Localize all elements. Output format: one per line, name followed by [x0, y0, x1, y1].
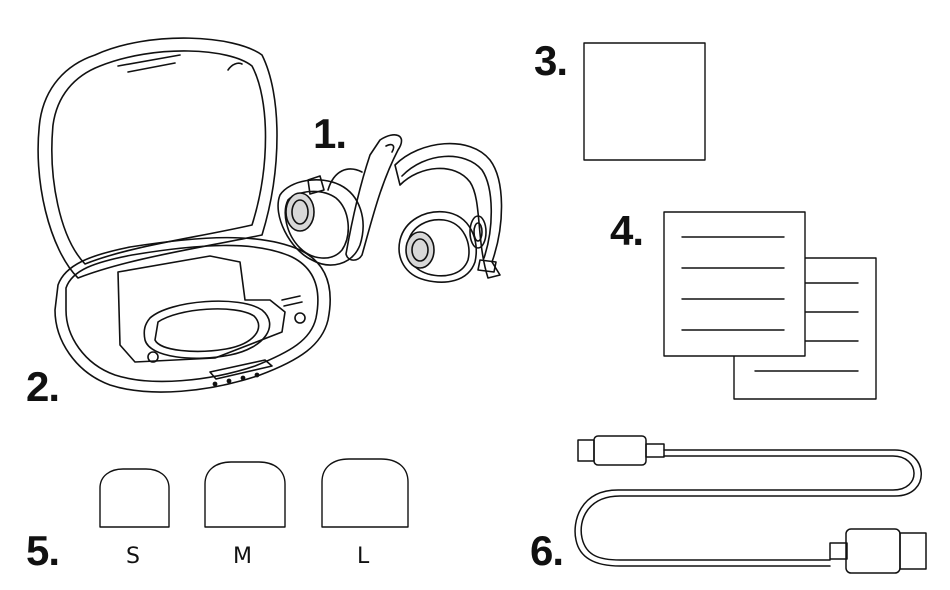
charging-case [37, 37, 331, 393]
ear-tips [99, 458, 409, 528]
item-number-2: 2. [26, 363, 60, 410]
ear-tip-label-large: L [357, 544, 370, 569]
item-number-5: 5. [26, 527, 60, 574]
ear-tip-label-small: S [126, 544, 140, 569]
ear-tip-large [321, 458, 409, 528]
item-number-3: 3. [534, 37, 568, 84]
earbuds [277, 134, 503, 283]
ear-tip-medium [204, 461, 286, 528]
ear-tip-label-medium: M [233, 544, 252, 569]
item-number-4: 4. [610, 207, 644, 254]
documents [663, 211, 877, 400]
ear-tip-small [99, 468, 170, 528]
cleaning-cloth [583, 42, 706, 161]
usb-cable [574, 435, 927, 574]
item-number-6: 6. [530, 527, 564, 574]
item-number-1: 1. [313, 110, 347, 157]
